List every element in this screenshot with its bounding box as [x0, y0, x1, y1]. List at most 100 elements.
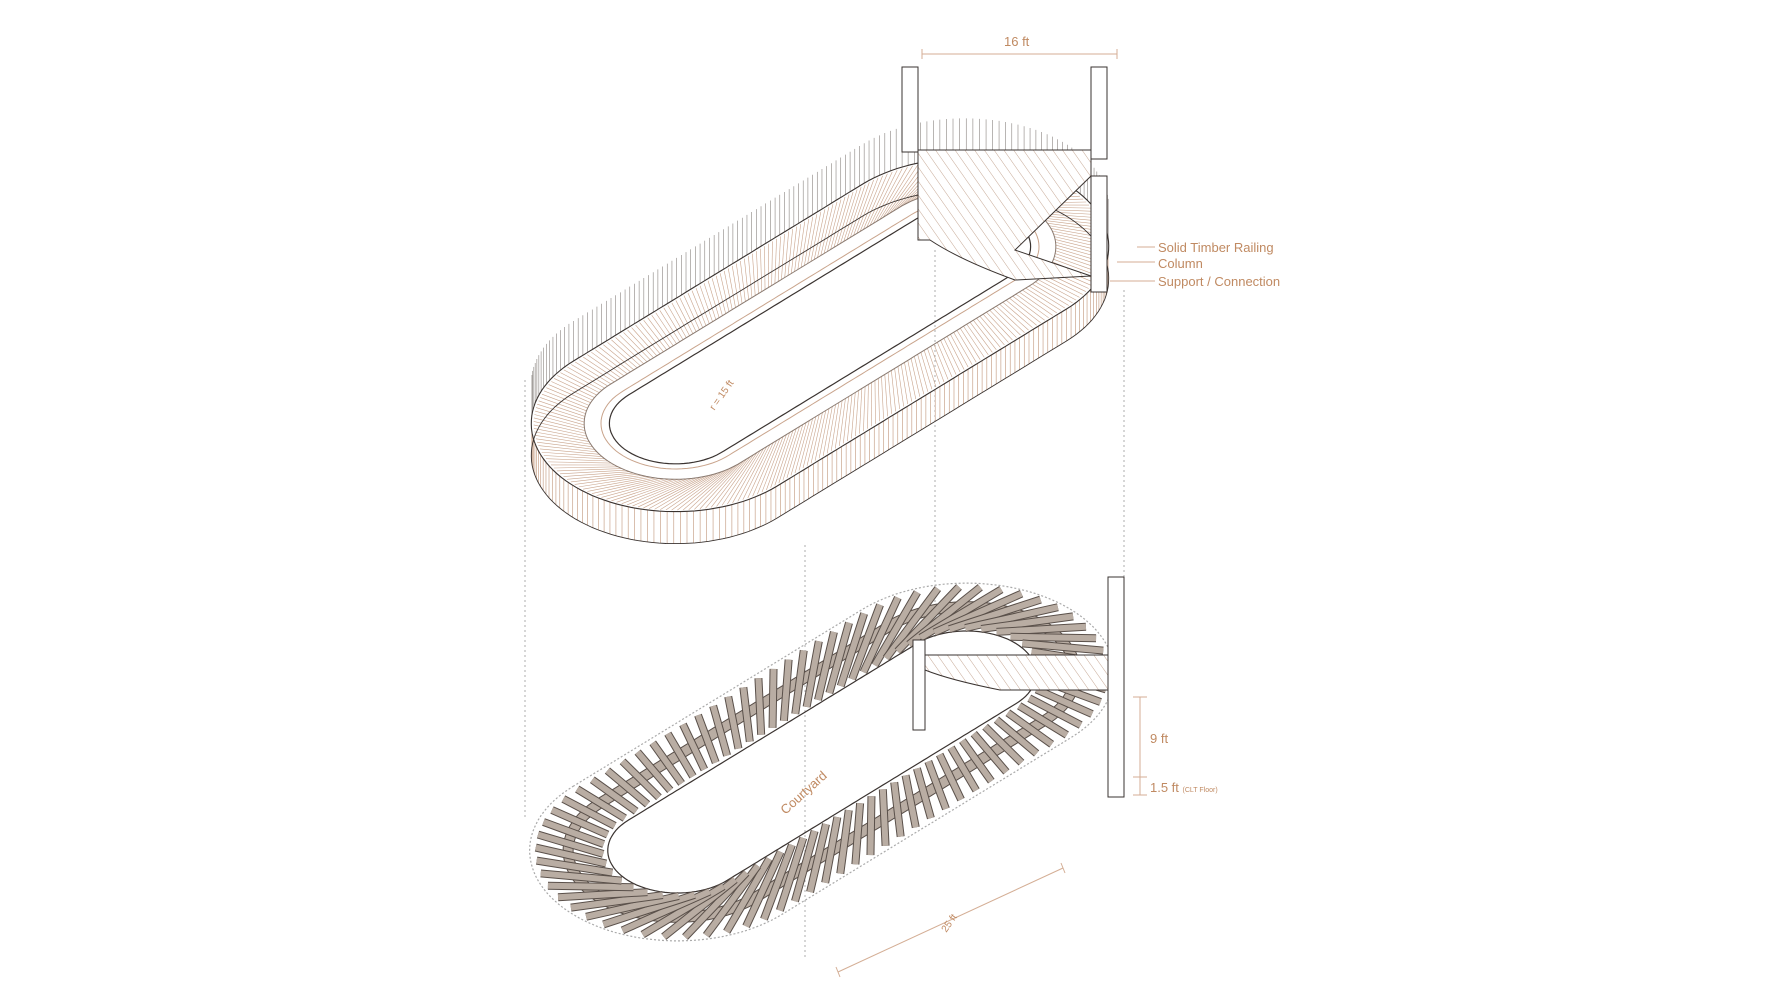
floor-hatch: [873, 168, 903, 224]
floor-hatch: [541, 393, 587, 412]
joist: [1010, 633, 1097, 642]
floor-hatch: [846, 184, 866, 240]
floor-hatch: [579, 359, 615, 383]
floor-hatch: [543, 455, 605, 460]
floor-hatch: [731, 265, 740, 306]
floor-hatch: [757, 438, 781, 495]
floor-hatch: [856, 177, 879, 234]
floor-hatch: [660, 472, 719, 510]
floor-hatch: [1012, 295, 1045, 321]
floor-hatch: [665, 471, 723, 511]
floor-hatch: [536, 441, 595, 450]
floor-hatch: [956, 330, 977, 363]
width-dimension-label: 16 ft: [1004, 34, 1030, 49]
floor-hatch: [1022, 289, 1057, 314]
outer-bottom-edge: [530, 189, 1110, 545]
floor-hatch: [1040, 277, 1080, 298]
floor-hatch: [834, 400, 843, 449]
floor-hatch: [560, 469, 626, 475]
floor-hatch: [1002, 301, 1033, 328]
floor-hatch: [904, 362, 913, 402]
joist: [557, 889, 648, 901]
joist: [925, 760, 949, 810]
floor-hatch: [923, 350, 937, 387]
joist: [914, 767, 934, 819]
floor-hatch: [943, 338, 961, 373]
joist: [547, 882, 634, 891]
floor-hatch: [578, 476, 647, 488]
joist: [635, 750, 673, 793]
floor-hatch: [996, 305, 1025, 333]
floor-hatch: [770, 432, 790, 488]
floor-hatch: [838, 398, 846, 446]
floor-hatch: [886, 163, 924, 216]
floor-hatch: [716, 454, 754, 507]
floor-hatch: [540, 397, 586, 414]
floor-hatch: [563, 471, 630, 477]
floor-hatch: [538, 445, 597, 453]
floor-hatch: [737, 446, 767, 502]
floor-hatch: [863, 173, 888, 230]
joist: [815, 631, 837, 701]
floor-hatch: [583, 356, 618, 381]
joist: [755, 678, 765, 735]
floor-hatch: [679, 297, 697, 332]
floor-hatch: [999, 303, 1029, 331]
floor-hatch: [637, 476, 702, 508]
joist: [860, 596, 901, 674]
floor-hatch: [784, 231, 789, 278]
floor-hatch: [695, 288, 710, 324]
floor-hatch: [574, 475, 642, 485]
floor-hatch: [567, 472, 634, 480]
floor-hatch: [859, 388, 863, 434]
floor-hatch: [595, 349, 628, 375]
callout-column: Column: [1158, 256, 1203, 271]
floor-hatch: [575, 361, 612, 385]
floor-hatch: [877, 378, 880, 422]
floor-hatch: [807, 214, 818, 264]
floor-hatch: [687, 292, 704, 328]
floor-hatch: [732, 448, 764, 503]
floor-hatch: [946, 336, 965, 370]
floor-hatch: [710, 456, 751, 508]
floor-hatch: [1009, 297, 1041, 323]
floor-hatch: [570, 473, 638, 483]
floor-hatch: [567, 366, 605, 389]
floor-hatch: [756, 251, 759, 294]
floor-hatch: [897, 366, 905, 407]
floor-hatch: [601, 478, 670, 498]
floor-hatch: [813, 209, 826, 260]
floor-hatch: [548, 384, 591, 403]
floor-hatch: [740, 260, 746, 302]
floor-hatch: [966, 324, 989, 355]
joist: [1017, 703, 1069, 738]
joist: [536, 857, 613, 876]
floor-hatch: [859, 175, 883, 232]
floor-hatch: [627, 329, 654, 359]
floor-hatch: [648, 474, 710, 509]
floor-hatch: [534, 414, 585, 429]
floor-hatch: [671, 469, 727, 511]
floor-hatch: [587, 354, 621, 379]
floor-hatch: [651, 315, 674, 346]
floor-hatch: [790, 226, 798, 274]
joist: [561, 796, 617, 829]
floor-hatch: [794, 224, 802, 272]
floor-hatch: [810, 412, 823, 464]
floor-hatch: [989, 309, 1017, 338]
floor-hatch: [917, 354, 929, 392]
joist: [703, 863, 761, 938]
floor-hatch: [691, 290, 707, 326]
floor-hatch: [822, 406, 833, 456]
floor-hatch: [879, 165, 913, 220]
joist: [769, 668, 777, 728]
floor-hatch: [774, 238, 777, 284]
joist: [665, 732, 696, 778]
joist: [822, 816, 841, 884]
joist: [590, 777, 638, 814]
floor-hatch: [979, 316, 1005, 346]
joist: [879, 789, 889, 846]
floor-hatch: [541, 451, 603, 457]
floor-hatch: [850, 182, 870, 238]
floor-hatch: [1035, 281, 1073, 304]
